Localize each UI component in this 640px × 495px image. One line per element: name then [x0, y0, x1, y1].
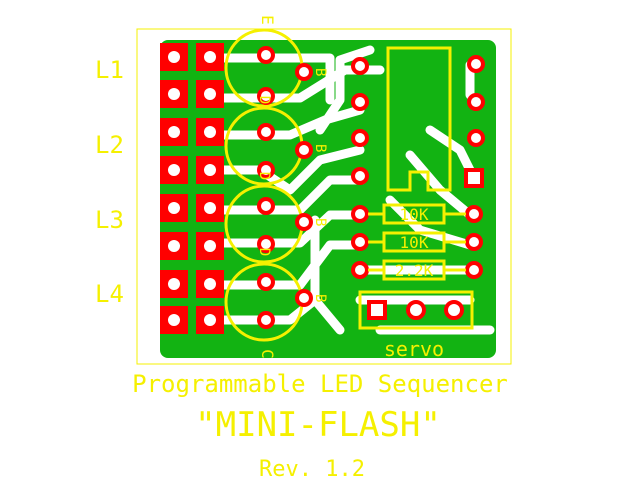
servo-pin-3-pad: [444, 300, 464, 320]
resistor-label-r3: 2.2K: [395, 261, 434, 280]
base-label-q2: B: [312, 144, 328, 152]
servo-pin-2-pad: [406, 300, 426, 320]
resistor-outlines: [368, 203, 466, 281]
transistor-pads: [257, 46, 313, 329]
square-pad: [464, 168, 484, 188]
row-label-l1: L1: [95, 56, 124, 84]
servo-label: servo: [384, 337, 444, 361]
ic-outline: [386, 46, 452, 192]
resistor-label-r2: 10K: [400, 233, 429, 252]
emitter-label: E: [258, 15, 277, 25]
mark-label-q3: D: [256, 248, 272, 256]
led-header-pads: [160, 43, 224, 334]
base-label-q4: B: [312, 294, 328, 302]
ic-pads: [351, 55, 485, 279]
row-label-l4: L4: [95, 280, 124, 308]
base-label-q3: B: [312, 218, 328, 226]
footer-description: Programmable LED Sequencer: [132, 370, 508, 398]
footer-revision: Rev. 1.2: [259, 457, 365, 482]
row-label-l3: L3: [95, 206, 124, 234]
mark-label-q2: D: [256, 172, 272, 180]
board-outline: [136, 28, 512, 365]
collector-label: C: [258, 349, 277, 359]
footer-product-name: "MINI-FLASH": [195, 405, 441, 445]
servo-connector-outline: [358, 290, 474, 330]
base-label-q1: B: [312, 68, 328, 76]
servo-pin-1-pad: [367, 300, 387, 320]
row-label-l2: L2: [95, 131, 124, 159]
mark-label-q1: D: [256, 96, 272, 104]
resistor-label-r1: 10K: [400, 205, 429, 224]
